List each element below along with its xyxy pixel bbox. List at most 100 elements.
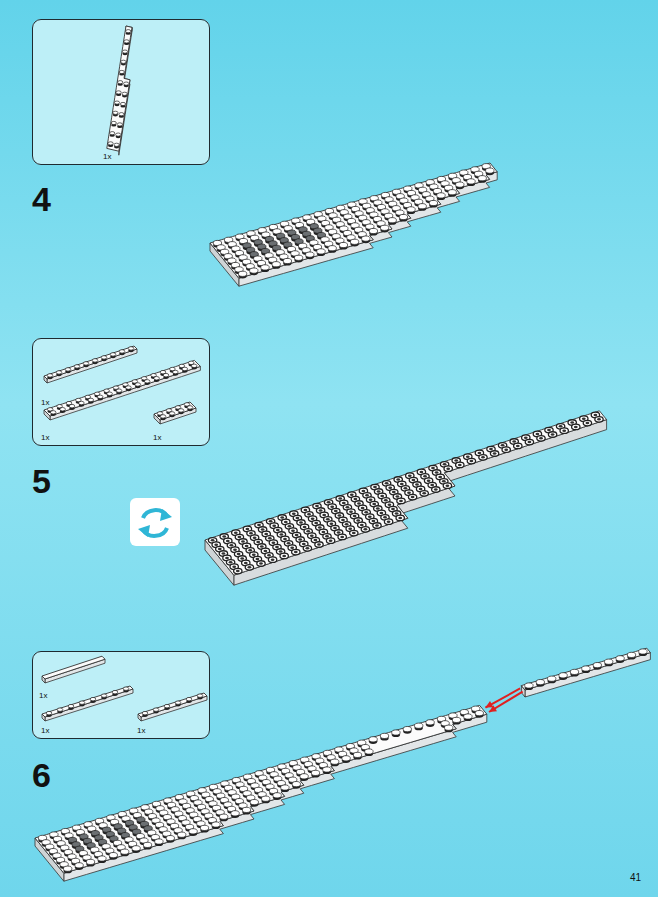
tube-hole xyxy=(470,460,474,463)
stud xyxy=(114,101,119,104)
tube-hole xyxy=(245,545,249,548)
stud xyxy=(261,265,269,270)
tube-hole xyxy=(501,444,505,447)
tube-hole xyxy=(214,543,218,546)
tube-hole xyxy=(357,502,361,505)
tube-hole xyxy=(420,471,424,474)
callout-fill xyxy=(32,651,210,739)
assembly-arrowhead xyxy=(485,701,493,708)
tube-hole xyxy=(318,526,322,529)
tube-hole xyxy=(446,467,450,470)
tube-hole xyxy=(539,437,543,440)
tube-hole xyxy=(284,521,288,524)
stud xyxy=(392,730,400,735)
stud xyxy=(369,737,377,742)
tube-hole xyxy=(325,535,329,538)
tube xyxy=(338,534,346,539)
stud xyxy=(197,694,203,697)
tube-hole xyxy=(400,483,404,486)
tube-hole xyxy=(306,547,310,550)
tube xyxy=(490,451,498,456)
tube-hole xyxy=(292,512,296,515)
tube-hole xyxy=(330,522,334,525)
stud xyxy=(56,371,62,374)
stud xyxy=(109,852,117,857)
tube-hole xyxy=(304,509,308,512)
stud xyxy=(365,749,373,754)
tube-hole xyxy=(435,471,439,474)
plate-top xyxy=(44,346,137,379)
tube xyxy=(467,458,475,463)
quantity-label: 1x xyxy=(39,692,47,700)
step-number: 4 xyxy=(32,182,51,216)
tube-hole xyxy=(512,440,516,443)
tube-hole xyxy=(333,527,337,530)
tube-hole xyxy=(280,533,284,536)
tube-hole xyxy=(236,570,240,573)
tube-hole xyxy=(365,494,369,497)
tube-hole xyxy=(248,549,252,552)
plate-side xyxy=(45,659,105,683)
stud xyxy=(429,200,437,205)
tube-hole xyxy=(317,543,321,546)
stud xyxy=(132,846,140,851)
tube-hole xyxy=(237,553,241,556)
parts-callout: 1x xyxy=(32,19,210,165)
tube-hole xyxy=(369,498,373,501)
tube-hole xyxy=(398,517,402,520)
stud xyxy=(187,406,193,409)
stud xyxy=(186,697,192,700)
tube-hole xyxy=(240,557,244,560)
stud xyxy=(353,752,361,757)
plate-side xyxy=(45,689,133,721)
tube-hole xyxy=(372,503,376,506)
assembly-arrow xyxy=(489,692,523,712)
tube-hole xyxy=(504,448,508,451)
tube-hole xyxy=(307,513,311,516)
tube-hole xyxy=(279,550,283,553)
tube-hole xyxy=(597,418,601,421)
tube-hole xyxy=(586,422,590,425)
tube-hole xyxy=(536,433,540,436)
tube-hole xyxy=(345,523,349,526)
plate-side xyxy=(47,349,137,383)
stud xyxy=(110,132,115,135)
stud xyxy=(403,726,411,731)
stud xyxy=(464,714,472,719)
stud xyxy=(350,239,358,244)
plate-side xyxy=(64,714,487,881)
tube-hole xyxy=(275,546,279,549)
tube-hole xyxy=(481,456,485,459)
tube-hole xyxy=(547,429,551,432)
tube xyxy=(444,466,452,471)
stud xyxy=(122,92,127,95)
tube-hole xyxy=(423,475,427,478)
tube-hole xyxy=(384,499,388,502)
stud xyxy=(128,347,134,350)
stud xyxy=(163,373,169,376)
stud xyxy=(143,842,151,847)
stud xyxy=(153,708,159,711)
stud xyxy=(231,811,239,816)
tube-hole xyxy=(230,544,234,547)
tube xyxy=(268,557,276,562)
plate-top xyxy=(42,656,105,679)
stud xyxy=(559,673,567,678)
tube-hole xyxy=(574,426,578,429)
stud xyxy=(548,676,556,681)
stud xyxy=(126,30,131,33)
tube-hole xyxy=(290,546,294,549)
tube-hole xyxy=(225,557,229,560)
tube-hole xyxy=(368,515,372,518)
stud xyxy=(262,796,270,801)
plate-top xyxy=(107,26,132,151)
stud xyxy=(112,690,118,693)
stud xyxy=(362,236,370,241)
stud xyxy=(272,262,280,267)
tube-hole xyxy=(350,493,354,496)
plate-top xyxy=(154,402,196,420)
stud xyxy=(593,662,601,667)
stud xyxy=(173,370,179,373)
tube xyxy=(560,428,568,433)
tube-hole xyxy=(295,534,299,537)
